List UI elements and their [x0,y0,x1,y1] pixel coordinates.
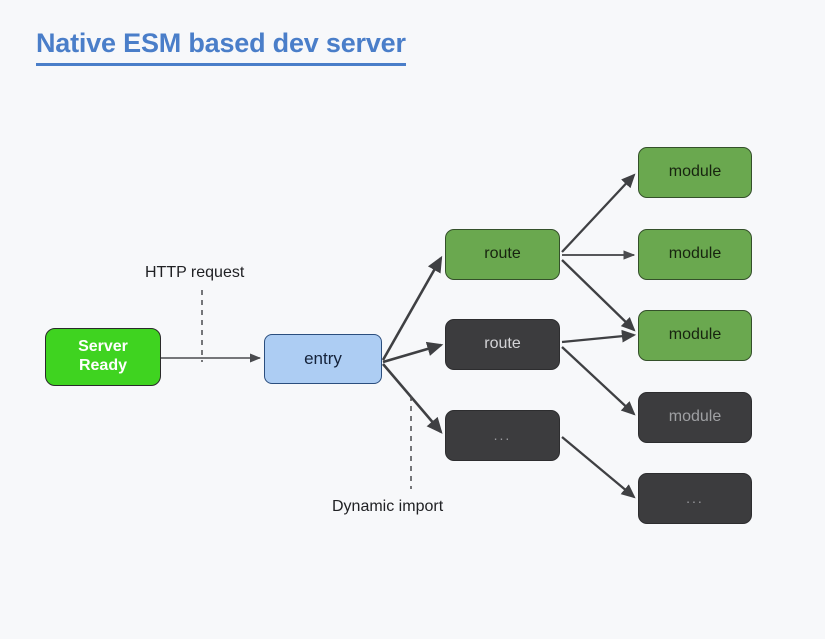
node-module-1[interactable]: module [638,147,752,198]
page-title: Native ESM based dev server [36,27,406,66]
edge-entry-to-route-1 [381,255,443,361]
edge-route-1-to-module-3 [561,259,636,332]
node-module-4[interactable]: module [638,392,752,443]
edge-route-2-to-module-3 [561,329,637,344]
annotation-http-request: HTTP request [145,264,245,281]
edge-route-3-to-module-5 [561,436,636,499]
annotation-dynamic-import: Dynamic import [332,498,444,515]
edge-entry-to-route-3 [382,363,443,434]
edge-entry-to-route-2 [382,341,444,364]
node-module-5-ellipsis[interactable]: ... [638,473,752,524]
node-route-1[interactable]: route [445,229,560,280]
node-module-3[interactable]: module [638,310,752,361]
node-server-ready[interactable]: Server Ready [45,328,161,386]
node-route-3-ellipsis[interactable]: ... [445,410,560,461]
edge-route-1-to-module-1 [561,173,636,253]
node-module-2[interactable]: module [638,229,752,280]
edge-route-2-to-module-4 [561,346,636,416]
node-route-2[interactable]: route [445,319,560,370]
node-entry[interactable]: entry [264,334,382,384]
